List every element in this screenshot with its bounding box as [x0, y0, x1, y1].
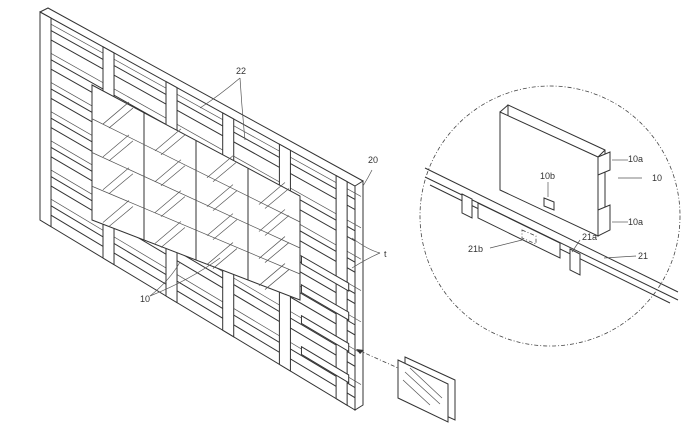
hatch-0-1 — [102, 134, 130, 158]
rail-bevel-1 — [45, 50, 362, 229]
hatch-1-0 — [154, 128, 182, 152]
spacer-1 — [300, 283, 350, 321]
rail-bevel-0 — [45, 21, 362, 197]
label-side-edge: t — [384, 249, 387, 259]
label-rail-notch: 21b — [468, 244, 483, 254]
hatch-0-2 — [102, 167, 130, 190]
hatch-b-2-2 — [212, 219, 238, 240]
label-module-main: 10 — [140, 294, 150, 304]
hatch-b-3-2 — [264, 242, 290, 263]
frame-side-thickness — [354, 180, 364, 411]
detail-module-tab — [543, 197, 555, 211]
hatch-b-0-2 — [108, 173, 134, 194]
label-side-a-top: 10a — [628, 154, 643, 164]
spacer-0 — [300, 255, 350, 292]
hatch-b-0-0 — [108, 107, 134, 129]
hatch-b-2-1 — [212, 190, 238, 211]
detail-view — [419, 85, 681, 347]
panel-row-line-1 — [91, 152, 301, 249]
hatch-3-0 — [258, 182, 286, 205]
hatch-b-3-0 — [264, 188, 290, 209]
hatch-1-3 — [154, 221, 182, 244]
panel-row-line-2 — [91, 185, 301, 275]
hatch-b-2-3 — [212, 248, 238, 269]
hatch-3-3 — [258, 263, 286, 286]
hatch-2-2 — [206, 213, 234, 236]
hatch-3-1 — [258, 209, 286, 232]
label-rail-slot: 21a — [582, 232, 597, 242]
label-tab: 10b — [540, 171, 555, 181]
side-spacers — [300, 255, 350, 384]
label-rail: 21 — [638, 251, 648, 261]
panel-grid — [91, 112, 301, 280]
detail-circle — [419, 85, 681, 347]
post-0 — [39, 11, 52, 228]
label-panels: 22 — [236, 66, 246, 76]
hatch-0-0 — [102, 101, 130, 125]
label-detail-module: 10 — [652, 173, 662, 183]
hatch-2-0 — [206, 155, 234, 178]
hatch-b-0-3 — [108, 206, 134, 227]
display-panel-array — [91, 84, 301, 301]
leader-lines — [149, 77, 642, 297]
hatch-b-3-3 — [264, 269, 290, 290]
panel-hatching — [102, 101, 290, 290]
hatch-2-3 — [206, 242, 234, 265]
spacer-2 — [300, 314, 350, 353]
hatch-b-1-1 — [160, 165, 186, 187]
hatch-b-1-0 — [160, 134, 186, 156]
hatch-b-3-1 — [264, 215, 290, 236]
panel-row-line-0 — [91, 118, 301, 223]
hatch-1-1 — [154, 159, 182, 183]
label-frame: 20 — [368, 155, 378, 165]
hatch-b-1-2 — [160, 196, 186, 217]
hatch-3-2 — [258, 236, 286, 259]
hatch-0-3 — [102, 200, 130, 223]
loose-module — [356, 349, 456, 423]
hatch-b-0-1 — [108, 140, 134, 162]
spacer-3 — [300, 345, 350, 384]
hatch-2-1 — [206, 184, 234, 207]
rail-block-right — [569, 248, 581, 276]
loose-module-front — [397, 359, 449, 423]
rail-groove — [477, 202, 561, 259]
hatch-1-2 — [154, 190, 182, 213]
hatch-b-2-0 — [212, 161, 238, 182]
hatch-b-1-3 — [160, 227, 186, 248]
label-side-a-bottom: 10a — [628, 217, 643, 227]
rail-block-left — [461, 193, 473, 219]
reference-labels: 22 20 10 t 10b 10a 10 10a 21a 21b 21 — [140, 66, 662, 304]
